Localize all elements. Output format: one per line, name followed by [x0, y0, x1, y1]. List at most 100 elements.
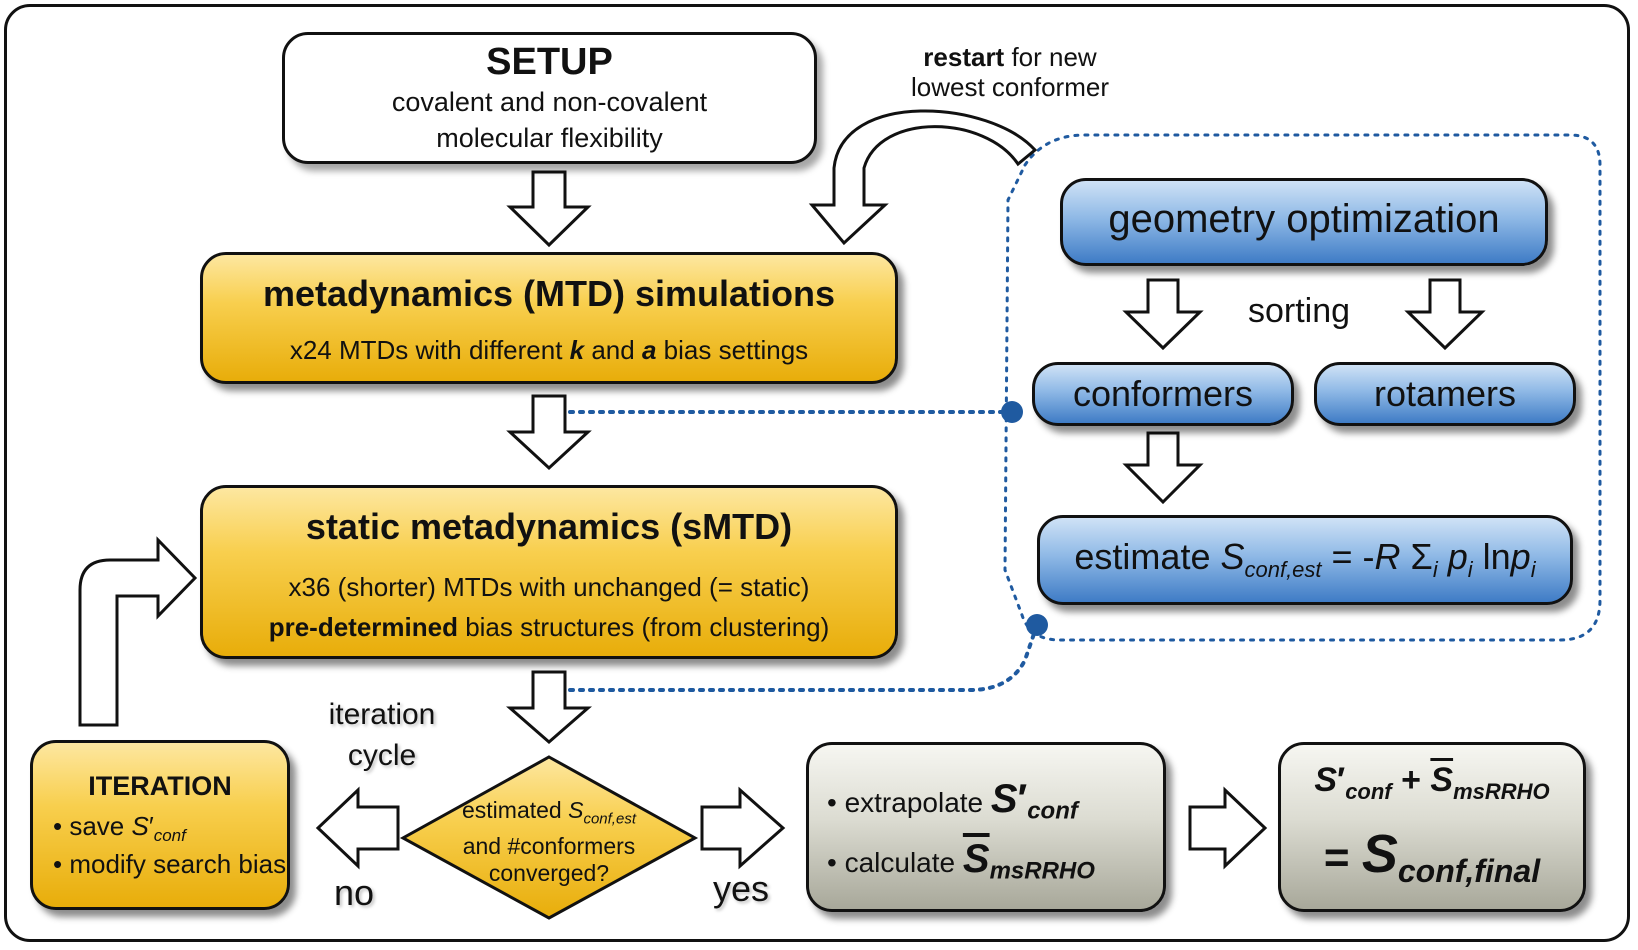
estimate-box: estimate Sconf,est = -R Σi pi lnpi — [1037, 515, 1573, 605]
mtd-subtitle: x24 MTDs with different k and a bias set… — [203, 335, 895, 366]
estimate-sum: Σ — [1400, 536, 1433, 577]
arrow-iteration-to-smtd — [78, 536, 198, 727]
iteration-box: ITERATION • save S′conf • modify search … — [30, 740, 290, 910]
iteration-cycle-line2: cycle — [347, 739, 417, 772]
final-plus: + — [1391, 761, 1431, 799]
final-sub2: msRRHO — [1453, 778, 1550, 804]
arrow-decision-to-iteration — [315, 786, 400, 870]
mtd-post: bias settings — [656, 335, 809, 365]
iteration-S: S — [131, 811, 149, 841]
iteration-cycle-line1: iteration — [328, 698, 436, 731]
diagram-frame — [4, 4, 1630, 942]
geometry-optimization-box: geometry optimization — [1060, 178, 1548, 266]
mtd-and: and — [584, 335, 642, 365]
estimate-ln: ln — [1472, 536, 1511, 577]
arrow-restart-curve — [808, 109, 1038, 246]
smtd-title: static metadynamics (sMTD) — [305, 506, 793, 547]
iteration-prime: ′ — [148, 811, 154, 841]
mtd-title: metadynamics (MTD) simulations — [262, 273, 836, 314]
estimate-i1: i — [1432, 557, 1438, 583]
calculate-text: • calculate — [827, 847, 963, 878]
final-line1: S′conf + SmsRRHO — [1281, 761, 1583, 805]
smtd-line2: pre-determined bias structures (from clu… — [203, 612, 895, 643]
estimate-i2: i — [1467, 557, 1473, 583]
calculate-Sbar: S — [962, 837, 990, 881]
extrapolate-prime: ′ — [1017, 777, 1028, 821]
extrapolate-S: S — [990, 777, 1018, 821]
no-label: no — [334, 872, 375, 913]
smtd-rest2: bias structures (from clustering) — [457, 612, 830, 642]
dot-region-bottom — [1026, 614, 1048, 636]
final-Sbar: S — [1430, 761, 1454, 799]
yes-label: yes — [713, 868, 770, 909]
extrapolate-line1: • extrapolate S′conf — [827, 777, 1078, 826]
arrow-decision-to-extrapolate — [700, 786, 786, 870]
restart-line2: lowest conformer — [911, 72, 1109, 102]
extrapolate-box: • extrapolate S′conf • calculate SmsRRHO — [806, 742, 1166, 912]
final-S: S — [1314, 761, 1338, 799]
arrow-conformers-to-estimate — [1122, 431, 1204, 505]
arrow-setup-to-mtd — [506, 170, 592, 248]
estimate-eq: = - — [1321, 536, 1375, 577]
estimate-R: R — [1374, 536, 1401, 577]
estimate-pre: estimate — [1074, 536, 1221, 577]
smtd-bold2: pre-determined — [268, 612, 458, 642]
iteration-save: • save S′conf — [53, 811, 186, 846]
arrow-geo-to-conformers — [1122, 278, 1204, 351]
extrapolate-text: • extrapolate — [827, 787, 991, 818]
arrow-geo-to-rotamers — [1404, 278, 1486, 351]
setup-line2: molecular flexibility — [436, 123, 663, 153]
restart-bold: restart — [923, 42, 1005, 72]
restart-rest: for new — [1004, 42, 1097, 72]
iteration-modify: • modify search bias — [53, 849, 287, 879]
final-sub3: conf,final — [1397, 852, 1541, 889]
dotted-link-smtd — [548, 623, 1039, 692]
conformers-box: conformers — [1032, 362, 1294, 426]
final-sub: conf — [1345, 778, 1392, 804]
mtd-a: a — [641, 335, 657, 365]
final-prime: ′ — [1337, 761, 1346, 799]
mtd-k: k — [569, 335, 585, 365]
iteration-save-pre: • save — [53, 811, 132, 841]
conformers-label: conformers — [1072, 373, 1254, 414]
estimate-p2: p — [1510, 536, 1531, 577]
decision-line1-pre: estimated — [462, 797, 569, 823]
sorting-label: sorting — [1248, 292, 1351, 330]
decision-line2: and #conformers — [462, 832, 636, 859]
arrow-extrapolate-to-final — [1188, 786, 1268, 870]
arrow-mtd-to-smtd — [506, 394, 592, 471]
estimate-sub: conf,est — [1244, 557, 1322, 583]
estimate-formula: estimate Sconf,est = -R Σi pi lnpi — [1040, 536, 1570, 583]
calculate-line: • calculate SmsRRHO — [827, 837, 1095, 886]
dot-region-left — [1001, 401, 1023, 423]
setup-title: SETUP — [486, 41, 613, 83]
decision-sub: conf,est — [583, 810, 636, 828]
restart-label: restart for new lowest conformer — [905, 42, 1115, 102]
decision-line3: converged? — [488, 859, 610, 886]
arrow-smtd-to-decision — [505, 670, 593, 744]
iteration-title: ITERATION — [88, 771, 232, 801]
setup-box: SETUP covalent and non-covalent molecula… — [282, 32, 817, 164]
rotamers-label: rotamers — [1373, 373, 1517, 414]
final-eq: = — [1323, 833, 1362, 882]
extrapolate-sub: conf — [1027, 797, 1078, 825]
mtd-pre: x24 MTDs with different — [289, 335, 570, 365]
iteration-sub: conf — [153, 826, 186, 846]
final-S2: S — [1361, 824, 1398, 884]
smtd-box: static metadynamics (sMTD) x36 (shorter)… — [200, 485, 898, 659]
iteration-cycle-label: iteration cycle — [322, 694, 442, 776]
estimate-i3: i — [1530, 557, 1536, 583]
geometry-title: geometry optimization — [1108, 197, 1500, 241]
calculate-sub: msRRHO — [989, 857, 1095, 885]
final-line2: = Sconf,final — [1281, 823, 1583, 890]
smtd-line1: x36 (shorter) MTDs with unchanged (= sta… — [288, 572, 810, 602]
mtd-box: metadynamics (MTD) simulations x24 MTDs … — [200, 252, 898, 384]
estimate-S: S — [1220, 536, 1245, 577]
estimate-p1: p — [1437, 536, 1468, 577]
setup-line1: covalent and non-covalent — [391, 87, 708, 117]
decision-text: estimated Sconf,est and #conformers conv… — [429, 797, 669, 887]
decision-S: S — [568, 797, 584, 823]
rotamers-box: rotamers — [1314, 362, 1576, 426]
final-box: S′conf + SmsRRHO = Sconf,final — [1278, 742, 1586, 912]
